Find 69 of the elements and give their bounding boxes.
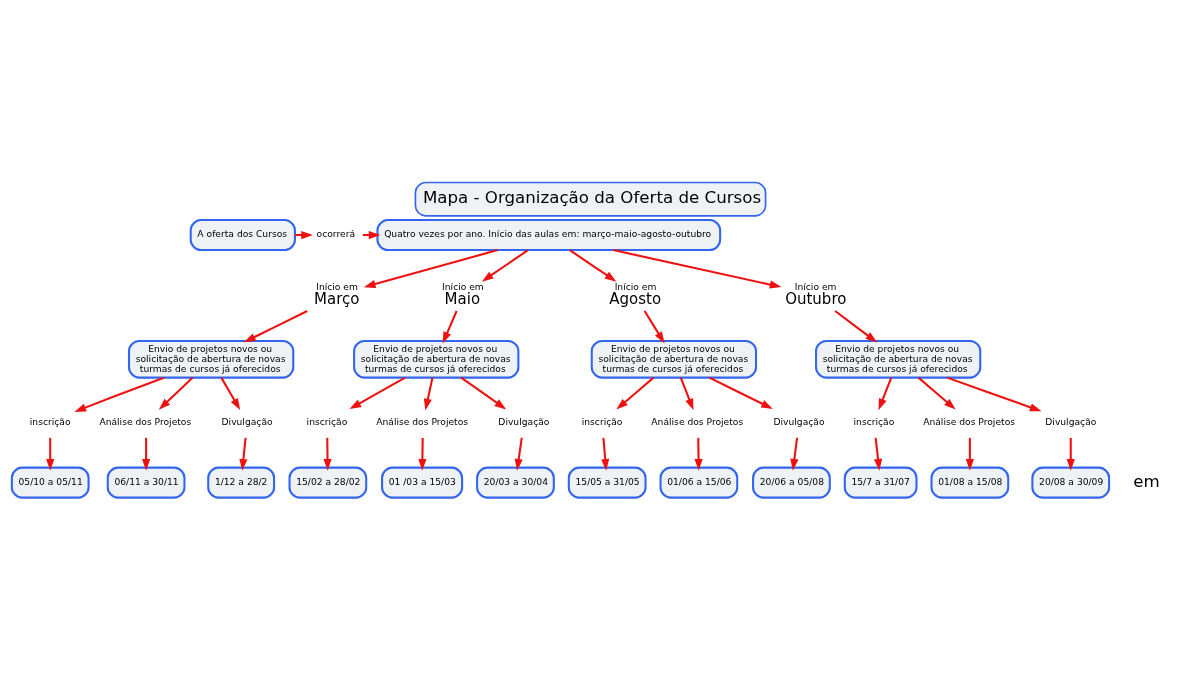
node-text: Início em Março xyxy=(314,280,360,308)
diagram-title: Mapa - Organização da Oferta de Cursos xyxy=(422,187,762,207)
arrow xyxy=(220,376,241,410)
arrow xyxy=(917,376,956,410)
node-box: 05/10 a 05/11 xyxy=(10,466,90,499)
arrow xyxy=(460,376,507,409)
arrow xyxy=(694,437,703,471)
node-text: Divulgação xyxy=(1045,415,1097,427)
arrow xyxy=(643,310,665,343)
arrow xyxy=(158,376,194,410)
arrow xyxy=(1066,437,1075,471)
arrow xyxy=(481,248,529,282)
arrow xyxy=(601,437,610,471)
node-text: inscrição xyxy=(581,415,623,427)
node-box: Envio de projetos novos ou solicitação de abertura de novas turmas de cursos já oferecidos xyxy=(353,339,520,379)
node-box: 15/7 a 31/07 xyxy=(843,466,918,499)
node-text: Divulgação xyxy=(498,415,550,427)
node-text: ocorrerá xyxy=(316,227,356,239)
arrow xyxy=(142,437,151,471)
node-text: Análise dos Projetos xyxy=(376,415,469,427)
arrow xyxy=(418,437,427,471)
node-box: 20/03 a 30/04 xyxy=(476,466,555,499)
node-box: Quatro vezes por ano. Início das aulas em: março-maio-agosto-outubro xyxy=(376,218,722,251)
node-text: Início em Outubro xyxy=(785,280,847,308)
node-box: 01/08 a 15/08 xyxy=(930,466,1010,499)
node-text: inscrição xyxy=(853,415,895,427)
arrow xyxy=(873,437,883,471)
node-text: Início em Maio xyxy=(442,280,484,308)
node-box: Envio de projetos novos ou solicitação de abertura de novas turmas de cursos já oferecidos xyxy=(127,339,295,379)
node-text: Análise dos Projetos xyxy=(99,415,192,427)
arrow xyxy=(363,248,498,288)
node-box: 20/06 a 05/08 xyxy=(752,466,831,499)
node-text: Divulgação xyxy=(221,415,273,427)
node-box: Envio de projetos novos ou solicitação de abertura de novas turmas de cursos já oferecidos xyxy=(590,339,758,379)
arrow xyxy=(946,376,1042,411)
node-box: 15/05 a 31/05 xyxy=(567,466,647,499)
node-text: Análise dos Projetos xyxy=(923,415,1016,427)
arrow xyxy=(569,248,617,282)
arrow xyxy=(616,376,655,410)
node-text: inscrição xyxy=(29,415,71,427)
node-box: 01 /03 a 15/03 xyxy=(381,466,464,499)
arrow xyxy=(613,248,782,289)
arrow xyxy=(514,437,523,471)
arrow xyxy=(239,437,248,471)
arrow xyxy=(244,309,308,342)
node-text: Divulgação xyxy=(773,415,825,427)
arrow xyxy=(708,376,773,409)
arrow xyxy=(349,376,406,409)
arrow xyxy=(834,309,878,343)
arrow xyxy=(679,376,694,410)
node-box: 1/12 a 28/2 xyxy=(207,466,276,499)
arrow xyxy=(442,310,458,344)
arrow xyxy=(423,376,434,410)
node-box: 06/11 a 30/11 xyxy=(106,466,186,499)
node-text: inscrição xyxy=(306,415,348,427)
arrow xyxy=(46,437,55,471)
label: em xyxy=(1133,471,1160,491)
node-text: Análise dos Projetos xyxy=(651,415,744,427)
node-box: A oferta dos Cursos xyxy=(189,218,296,251)
arrow xyxy=(965,437,974,471)
node-box: 15/02 a 28/02 xyxy=(288,466,368,499)
arrow xyxy=(790,437,799,471)
node-box: 20/08 a 30/09 xyxy=(1031,466,1111,499)
node-box: 01/06 a 15/06 xyxy=(659,466,739,499)
node-box: Envio de projetos novos ou solicitação de abertura de novas turmas de cursos já oferecidos xyxy=(815,339,982,379)
arrow xyxy=(74,376,165,412)
arrow xyxy=(878,376,893,410)
node-text: Início em Agosto xyxy=(609,280,662,308)
arrow xyxy=(323,437,332,471)
